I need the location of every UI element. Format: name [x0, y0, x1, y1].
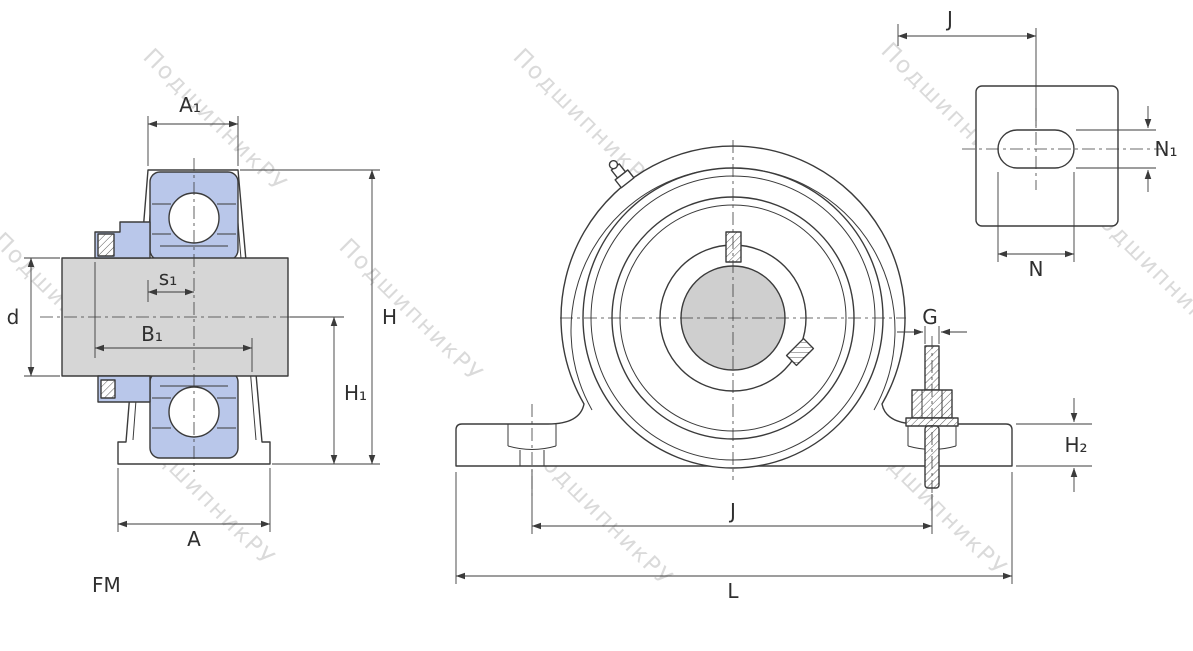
set-screw-top [725, 231, 742, 263]
grub-screw-bottom [100, 379, 116, 399]
dim-h: H [240, 169, 397, 465]
label-h2: H₂ [1064, 433, 1087, 457]
label-a1: A₁ [179, 93, 201, 117]
dim-d: d [7, 257, 60, 377]
label-l: L [727, 579, 739, 603]
grease-fitting [608, 159, 635, 189]
label-n: N [1029, 257, 1044, 281]
label-j-front: J [728, 499, 736, 523]
dim-h1: H₁ [290, 316, 367, 465]
label-s1: s₁ [159, 266, 177, 290]
base-bolt-recess-left [507, 424, 557, 466]
dim-a1: A₁ [147, 93, 239, 166]
dim-a: A [117, 468, 271, 551]
label-j-top: J [945, 7, 953, 31]
label-b1: B₁ [141, 322, 163, 346]
dim-j-front: J [531, 470, 933, 534]
base-top-view: J N₁ N [897, 7, 1177, 281]
dim-g: G [897, 305, 967, 344]
dim-s1: s₁ [147, 266, 195, 302]
side-section-view: A₁ s₁ B₁ d H [7, 93, 397, 597]
grub-screw-top [97, 233, 115, 257]
designation-caption: FM [92, 573, 121, 597]
front-view: G H₂ J L [455, 140, 1092, 603]
label-a: A [187, 527, 201, 551]
set-screw-diagonal [785, 337, 815, 367]
label-n1: N₁ [1155, 137, 1178, 161]
watermark-text: ПодшипникРУ [334, 234, 488, 388]
dim-h2: H₂ [1016, 398, 1092, 492]
label-h: H [382, 305, 397, 329]
dim-n: N [997, 172, 1075, 281]
label-h1: H₁ [344, 381, 367, 405]
dim-l: L [455, 472, 1013, 603]
mounting-bolt [905, 336, 959, 502]
label-d: d [7, 305, 20, 329]
dim-j-top: J [897, 7, 1037, 126]
dim-n1: N₁ [1076, 106, 1177, 192]
label-g: G [922, 305, 938, 329]
dim-b1: B₁ [94, 262, 253, 372]
